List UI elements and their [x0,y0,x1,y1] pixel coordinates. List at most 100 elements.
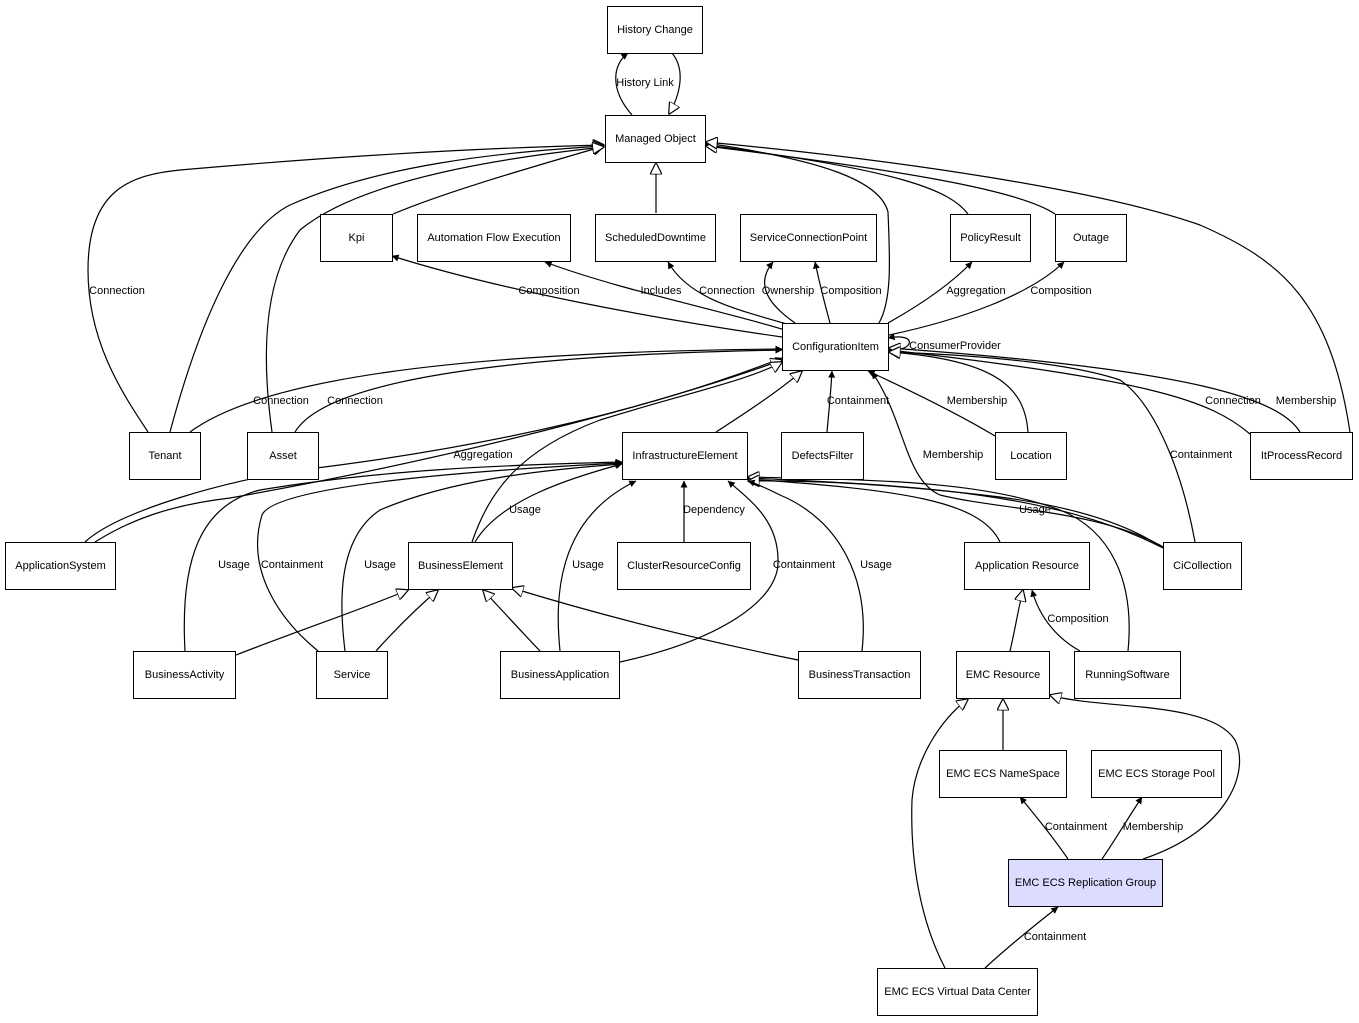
edge-itprocess-managed-object [706,142,1351,433]
edge-be-ie [474,462,623,543]
edge-label-tenant-ci-connection: Connection [253,395,309,407]
edge-label-cc-ie-usage: Usage [1019,504,1051,516]
edge-label-cc-ci-containment: Containment [1169,449,1233,461]
edge-ci-scp-ownership [764,261,796,324]
edge-label-be-ie-usage: Usage [509,504,541,516]
edge-kpi-managed-object [392,146,604,215]
edge-bt-ie [747,479,864,652]
edge-vdc-rg [984,906,1059,969]
edge-rg-ns [1019,796,1069,860]
edge-label-svc-ie-usage: Usage [364,559,396,571]
edge-itprocess-ci-membership [889,348,1301,433]
edge-label-ci-outage-composition: Composition [1030,285,1092,297]
edge-svc-ie-containment [257,459,623,652]
edge-appres-ie [748,479,1001,543]
node-cluster-resource-config[interactable]: ClusterResourceConfig [617,542,751,590]
node-outage[interactable]: Outage [1055,214,1127,262]
node-defects-filter[interactable]: DefectsFilter [781,432,864,480]
edge-label-ci-kpi-composition: Composition [518,285,580,297]
edge-cicollection-ie [747,474,1164,549]
edge-label-svc-ie-containment: Containment [260,559,324,571]
node-emc-ecs-replication-group[interactable]: EMC ECS Replication Group [1008,859,1163,907]
node-service-connection-point[interactable]: ServiceConnectionPoint [740,214,877,262]
node-application-system[interactable]: ApplicationSystem [5,542,116,590]
node-asset[interactable]: Asset [247,432,319,480]
edge-label-ipr-ci-connection: Connection [1205,395,1261,407]
edge-svc-ie-usage [341,460,623,652]
edge-df-ci [826,370,836,433]
edge-label-df-ci-containment: Containment [826,395,890,407]
node-policy-result[interactable]: PolicyResult [950,214,1031,262]
edge-appsys-ci-inherit [94,360,782,543]
node-history-change[interactable]: History Change [607,6,703,54]
edge-bt-be [512,588,799,661]
edge-rg-emcres [1050,695,1241,860]
node-application-resource[interactable]: Application Resource [964,542,1090,590]
edge-label-cc-ci-membership: Membership [922,449,984,461]
edge-be-ci [471,362,782,543]
edge-label-ci-consumer-provider: ConsumerProvider [909,340,1001,352]
node-ci-collection[interactable]: CiCollection [1163,542,1242,590]
edge-ba-ie [183,458,623,652]
edge-location-ci-inherit [889,352,1029,433]
edge-ba-be [235,590,408,656]
node-emc-resource[interactable]: EMC Resource [956,651,1050,699]
node-configuration-item[interactable]: ConfigurationItem [782,323,889,371]
edge-label-ci-scp-ownership: Ownership [761,285,815,297]
edge-emcres-appres [1009,590,1023,652]
edge-ci-policy [887,261,973,324]
edge-cicollection-ci-containment [889,352,1196,543]
node-kpi[interactable]: Kpi [320,214,393,262]
node-emc-ecs-virtual-data-center[interactable]: EMC ECS Virtual Data Center [877,968,1038,1016]
edge-ci-kpi [391,254,783,338]
edge-cicollection-ie-b [748,481,1161,547]
node-business-application[interactable]: BusinessApplication [500,651,620,699]
edge-label-rg-sp-membership: Membership [1122,821,1184,833]
node-business-element[interactable]: BusinessElement [408,542,513,590]
node-emc-ecs-storage-pool[interactable]: EMC ECS Storage Pool [1091,750,1222,798]
edge-bapp-ie-usage [557,480,637,652]
edge-tenant-ci [189,345,783,433]
node-location[interactable]: Location [995,432,1067,480]
edge-bapp-be [483,590,541,652]
node-emc-ecs-namespace[interactable]: EMC ECS NameSpace [939,750,1067,798]
edge-ci-managed-object-curve [706,143,891,324]
node-running-software[interactable]: RunningSoftware [1074,651,1181,699]
edge-itprocess-ci-connection [888,347,1251,435]
edge-label-bapp-ie-containment: Containment [772,559,836,571]
edge-label-tenant-mo-connection: Connection [89,285,145,297]
edge-asset-ci [294,346,783,433]
edge-label-rg-ns-containment: Containment [1044,821,1108,833]
edge-label-rs-ar-composition: Composition [1047,613,1109,625]
node-itprocess-record[interactable]: ItProcessRecord [1250,432,1353,480]
node-scheduled-downtime[interactable]: ScheduledDowntime [595,214,716,262]
edge-label-vdc-rg-containment: Containment [1023,931,1087,943]
edge-label-bt-ie-usage: Usage [860,559,892,571]
edge-location-ci [867,370,996,437]
node-business-activity[interactable]: BusinessActivity [133,651,236,699]
edge-label-as-ci-aggregation: Aggregation [453,449,513,461]
edge-history-inherit [669,52,681,114]
edge-label-crc-ie-dependency: Dependency [683,504,745,516]
edge-label-ci-scp-composition: Composition [820,285,882,297]
node-business-transaction[interactable]: BusinessTransaction [798,651,921,699]
edge-label-ipr-ci-membership: Membership [1275,395,1337,407]
node-automation-flow-execution[interactable]: Automation Flow Execution [417,214,571,262]
edge-ci-outage [888,261,1065,336]
edge-bapp-ie-containment [619,480,779,663]
node-tenant[interactable]: Tenant [129,432,201,480]
edge-svc-be [375,590,438,652]
edge-rs-appres [1030,589,1081,652]
node-managed-object[interactable]: Managed Object [605,115,706,163]
edge-label-ci-pr-aggregation: Aggregation [946,285,1006,297]
edge-tenant-managed-object [169,146,604,433]
edge-rg-sp [1101,796,1143,860]
edge-label-ci-afe-includes: Includes [640,285,682,297]
edge-label-loc-ci-membership: Membership [946,395,1008,407]
node-service[interactable]: Service [316,651,388,699]
edge-tenant-managed-object-connection [87,145,604,433]
node-infrastructure-element[interactable]: InfrastructureElement [622,432,748,480]
edge-label-history-link: History Link [616,77,674,89]
edge-vdc-emcres [911,699,968,969]
